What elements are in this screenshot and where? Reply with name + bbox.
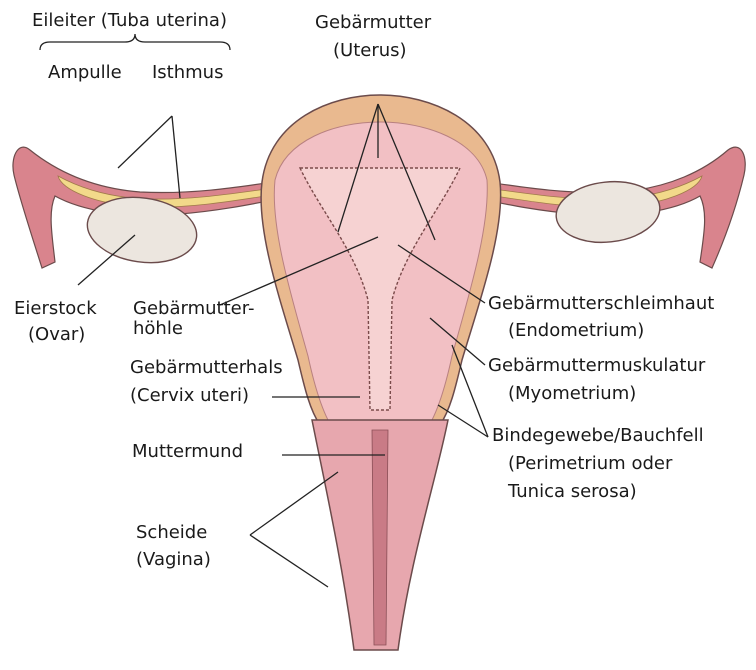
label-endometrium: (Endometrium) [508,320,644,342]
label-uterus: (Uterus) [333,40,407,62]
label-perimetrium: (Perimetrium oder [508,453,672,475]
label-hoehle-line2: höhle [133,318,183,340]
label-gebaermutterhals: Gebärmutterhals [130,357,283,379]
ovary-right [553,177,663,248]
label-muskulatur: Gebärmuttermuskulatur [488,355,705,377]
label-bindegewebe: Bindegewebe/Bauchfell [492,425,704,447]
label-eierstock: Eierstock [14,298,97,320]
leader-ampulle [118,116,172,168]
leader-scheide-1 [250,472,338,535]
label-vagina: (Vagina) [136,549,211,571]
label-cervix: (Cervix uteri) [130,385,249,407]
label-scheide: Scheide [136,522,207,544]
vagina-lumen [372,430,388,645]
leader-bindegewebe-1 [452,345,488,437]
label-schleimhaut: Gebärmutterschleimhaut [488,293,714,315]
label-hoehle-line1: Gebärmutter- [133,298,254,320]
label-serosa: Tunica serosa) [508,481,637,503]
label-isthmus: Isthmus [152,62,223,84]
leader-scheide-2 [250,535,328,587]
label-eileiter: Eileiter (Tuba uterina) [32,10,227,32]
label-myometrium: (Myometrium) [508,383,636,405]
leader-isthmus [172,116,180,198]
label-ampulle: Ampulle [48,62,122,84]
label-ovar: (Ovar) [28,324,85,346]
label-gebaermutter: Gebärmutter [315,12,431,34]
label-muttermund: Muttermund [132,441,243,463]
eileiter-brace [40,34,230,50]
